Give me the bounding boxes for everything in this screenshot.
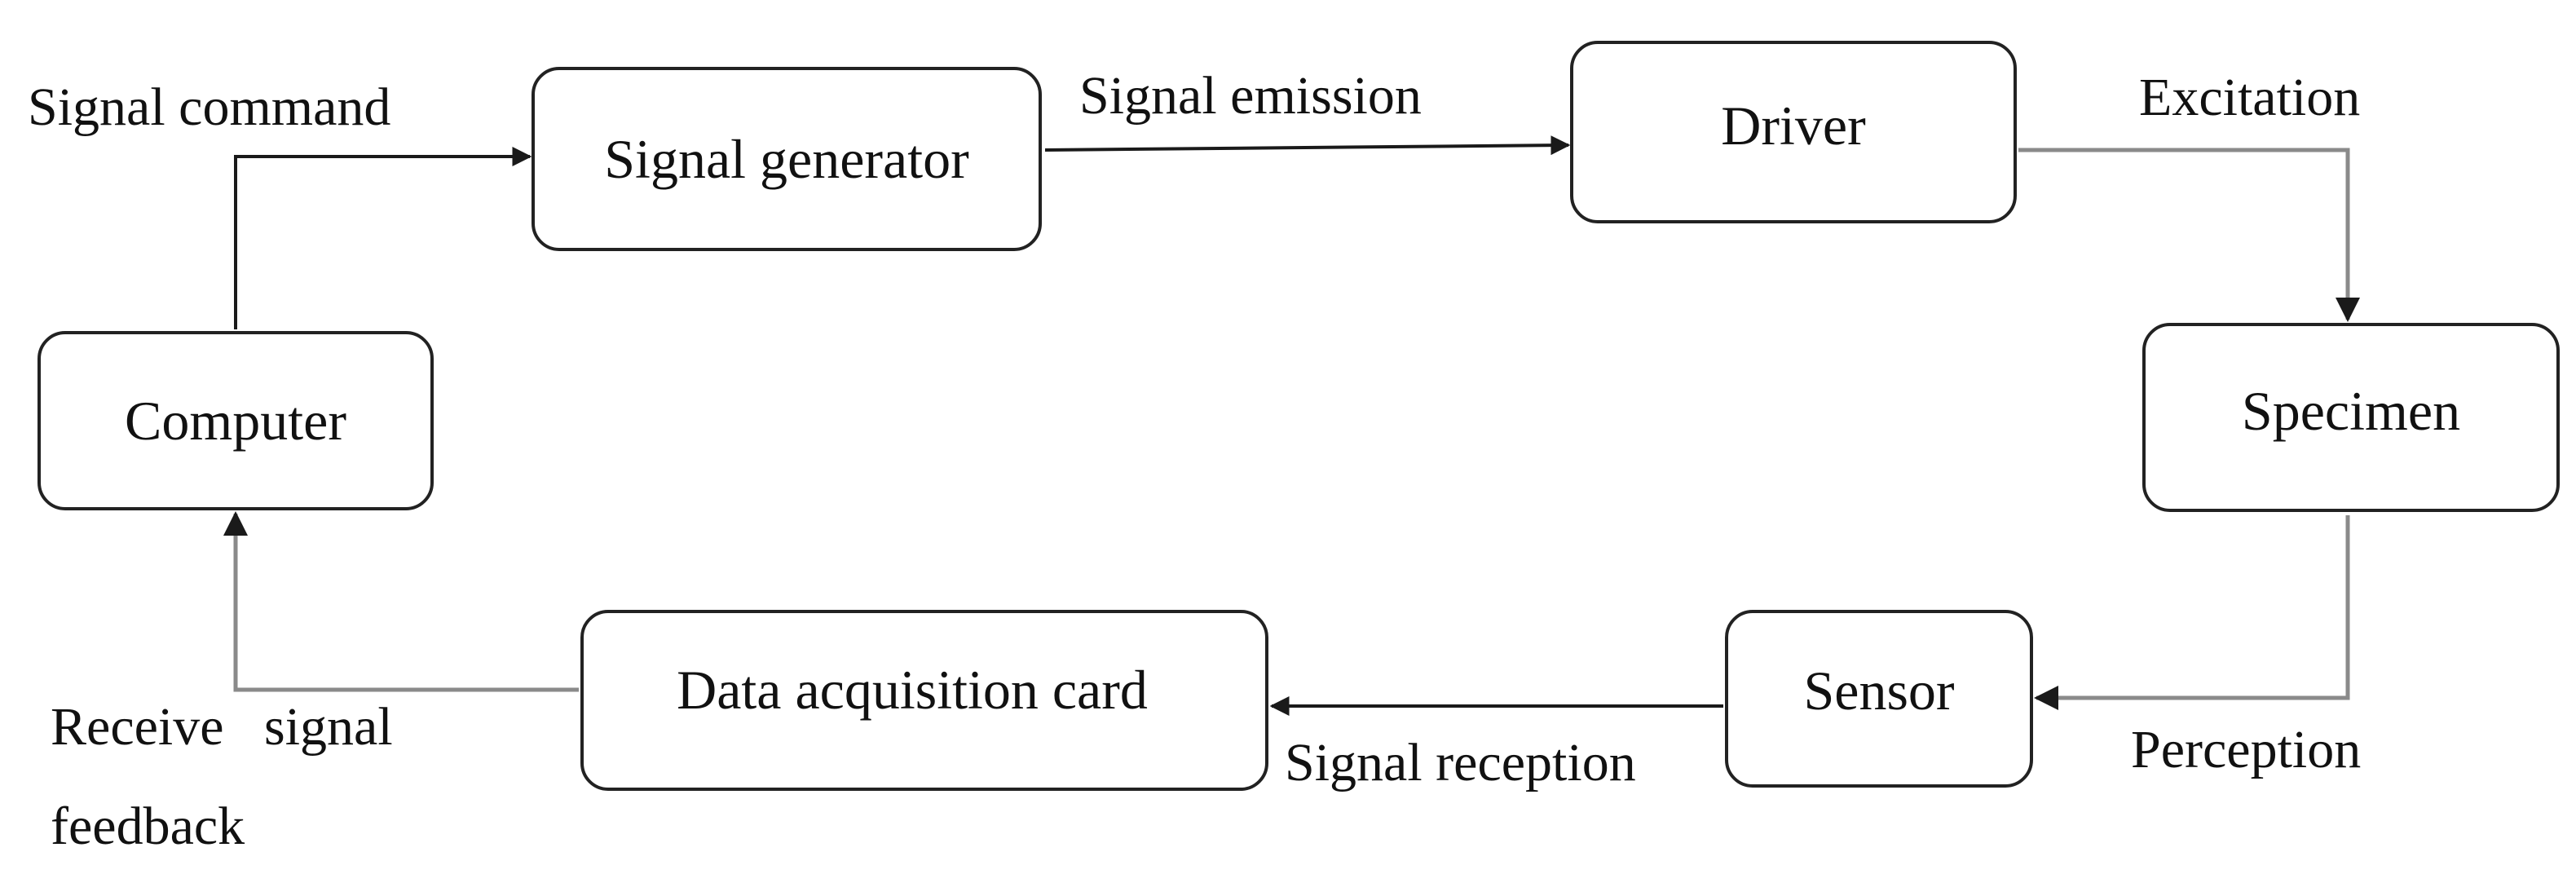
signal-generator-label: Signal generator xyxy=(604,128,969,190)
excitation-label: Excitation xyxy=(2139,68,2361,127)
specimen-block: Specimen xyxy=(2142,323,2560,512)
computer-block: Computer xyxy=(37,331,434,510)
driver-label: Driver xyxy=(1721,95,1866,157)
receive-signal-label: Receive signal xyxy=(51,697,393,757)
perception-label: Perception xyxy=(2131,720,2362,779)
arrow-excitation xyxy=(2018,148,2360,322)
sensor-label: Sensor xyxy=(1803,660,1955,722)
arrow-signal-emission xyxy=(1044,135,1571,156)
signal-command-label: Signal command xyxy=(28,77,391,137)
sensor-block: Sensor xyxy=(1725,610,2033,788)
computer-label: Computer xyxy=(125,390,346,452)
driver-block: Driver xyxy=(1570,41,2017,223)
data-acquisition-card-block: Data acquisition card xyxy=(580,610,1268,791)
signal-generator-block: Signal generator xyxy=(532,67,1042,251)
arrow-signal-command xyxy=(234,147,532,329)
arrow-receive-signal-feedback xyxy=(223,511,579,692)
signal-emission-label: Signal emission xyxy=(1079,66,1422,126)
specimen-label: Specimen xyxy=(2241,380,2461,442)
signal-reception-label: Signal reception xyxy=(1285,733,1636,792)
arrow-perception xyxy=(2034,515,2350,710)
data-acquisition-card-label: Data acquisition card xyxy=(677,659,1148,721)
feedback-label: feedback xyxy=(51,797,245,856)
